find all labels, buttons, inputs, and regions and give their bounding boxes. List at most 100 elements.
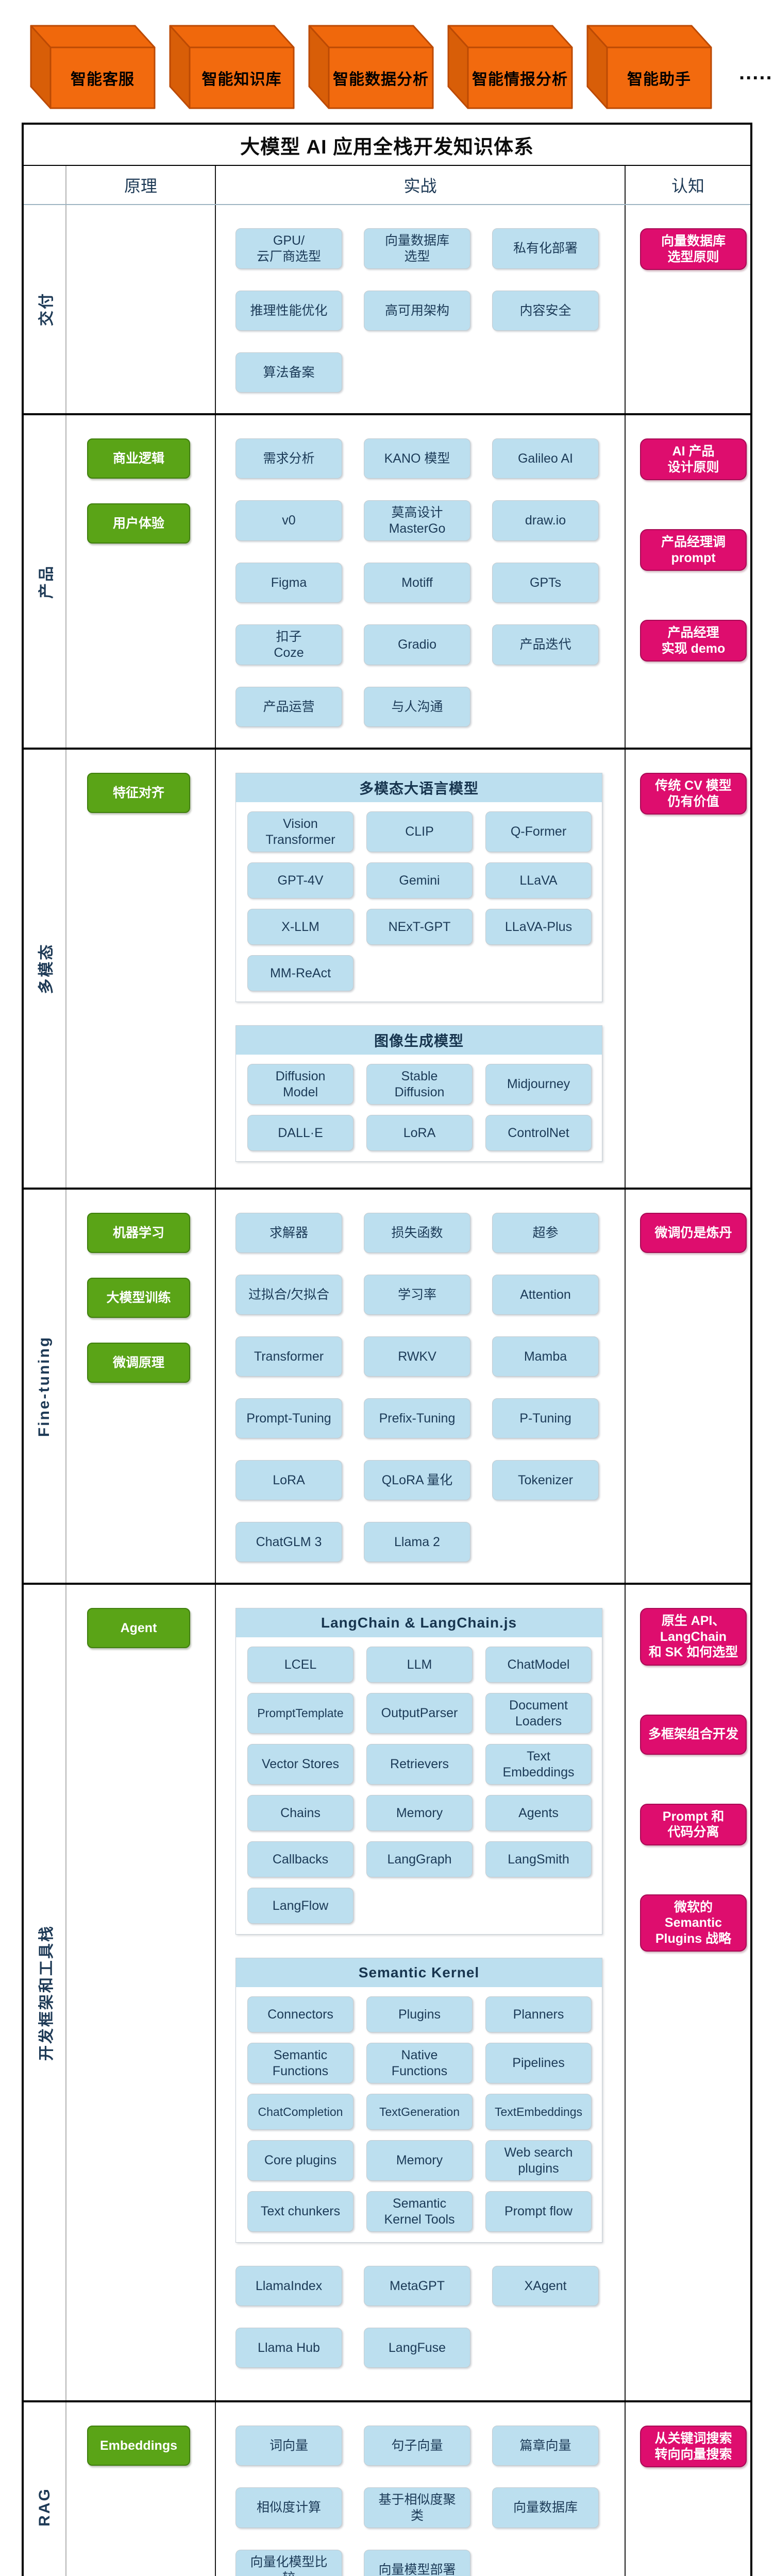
app-cube-label: 智能客服 — [71, 71, 134, 88]
practice-node: XAgent — [492, 2266, 599, 2306]
app-cube-customer-service: 智能客服 — [30, 21, 159, 109]
section-label: 产品 — [38, 564, 55, 599]
principle-cell: Embeddings — [66, 2402, 216, 2576]
section-label-cell: 开发框架和工具栈 — [24, 1585, 66, 2400]
practice-node: Agents — [485, 1795, 592, 1831]
practice-node: MM-ReAct — [247, 955, 354, 991]
app-cube-knowledge-base: 智能知识库 — [169, 21, 298, 109]
practice-node: 高可用架构 — [364, 291, 470, 331]
practice-node: DALL·E — [247, 1115, 354, 1151]
practice-node: Planners — [485, 1996, 592, 2032]
practice-grid: GPU/ 云厂商选型向量数据库 选型私有化部署推理性能优化高可用架构内容安全算法… — [235, 228, 625, 393]
practice-node: 向量数据库 选型 — [364, 228, 470, 269]
practice-node: Retrievers — [366, 1744, 473, 1785]
practice-node: Web search plugins — [485, 2140, 592, 2181]
practice-node: CLIP — [366, 811, 473, 852]
practice-node: 基于相似度聚 类 — [364, 2487, 470, 2528]
table-header-row: 原理 实战 认知 — [24, 166, 750, 205]
table-title: 大模型 AI 应用全栈开发知识体系 — [24, 125, 750, 166]
cognition-node: 产品经理 实现 demo — [640, 620, 747, 662]
section-label-cell: 交付 — [24, 205, 66, 413]
section-label: 交付 — [38, 292, 55, 326]
practice-node: Core plugins — [247, 2140, 354, 2181]
practice-node: Transformer — [235, 1336, 342, 1377]
practice-node: Text Embeddings — [485, 1744, 592, 1785]
practice-node: QLoRA 量化 — [364, 1460, 470, 1500]
cube-3d-icon — [308, 25, 434, 109]
section-label: 多模态 — [38, 943, 55, 994]
practice-node: 相似度计算 — [235, 2487, 342, 2528]
practice-node: Memory — [366, 2140, 473, 2181]
group-title: Semantic Kernel — [236, 1958, 602, 1987]
cognition-node: 微调仍是炼丹 — [640, 1213, 747, 1253]
sections-container: 交付 GPU/ 云厂商选型向量数据库 选型私有化部署推理性能优化高可用架构内容安全… — [24, 205, 750, 2576]
practice-node: LangFuse — [364, 2328, 470, 2368]
practice-node: Native Functions — [366, 2043, 473, 2083]
principle-node: 商业逻辑 — [87, 438, 190, 479]
principle-node: 特征对齐 — [87, 773, 190, 813]
principle-cell: 机器学习大模型训练微调原理 — [66, 1190, 216, 1583]
practice-node: v0 — [235, 500, 342, 541]
practice-node: Llama 2 — [364, 1522, 470, 1562]
practice-node: RWKV — [364, 1336, 470, 1377]
practice-node: Prefix-Tuning — [364, 1398, 470, 1438]
app-cube-data-analysis: 智能数据分析 — [308, 21, 437, 109]
group-title: 图像生成模型 — [236, 1026, 602, 1055]
app-cube-label: 智能知识库 — [201, 71, 282, 88]
practice-node: 与人沟通 — [364, 687, 470, 727]
practice-node: draw.io — [492, 500, 599, 541]
app-cubes-row: 智能客服 智能知识库 智能数据分析 智能情报分析 — [30, 0, 774, 109]
app-cube-label: 智能助手 — [627, 71, 691, 88]
practice-node: Pipelines — [485, 2043, 592, 2083]
practice-node: ControlNet — [485, 1115, 592, 1151]
practice-node: Galileo AI — [492, 438, 599, 479]
practice-node: LoRA — [235, 1460, 342, 1500]
practice-node: 向量化模型比 较 — [235, 2550, 342, 2576]
section-delivery: 交付 GPU/ 云厂商选型向量数据库 选型私有化部署推理性能优化高可用架构内容安全… — [24, 205, 750, 413]
practice-node: 私有化部署 — [492, 228, 599, 269]
practice-node: 内容安全 — [492, 291, 599, 331]
practice-node: Semantic Functions — [247, 2043, 354, 2083]
practice-node: LoRA — [366, 1115, 473, 1151]
practice-node: TextEmbeddings — [485, 2094, 592, 2130]
practice-node: Stable Diffusion — [366, 1064, 473, 1105]
practice-node: 需求分析 — [235, 438, 342, 479]
practice-node: Figma — [235, 563, 342, 603]
cognition-node: 微软的 Semantic Plugins 战略 — [640, 1894, 747, 1952]
practice-node: Gemini — [366, 862, 473, 899]
principle-node: 机器学习 — [87, 1213, 190, 1253]
practice-node: ChatGLM 3 — [235, 1522, 342, 1562]
practice-node: P-Tuning — [492, 1398, 599, 1438]
app-cube-label: 智能数据分析 — [333, 71, 429, 88]
practice-node: Plugins — [366, 1996, 473, 2032]
practice-node: 句子向量 — [364, 2426, 470, 2466]
section-label-cell: 产品 — [24, 415, 66, 748]
practice-node: LlamaIndex — [235, 2266, 342, 2306]
practice-node: NExT-GPT — [366, 909, 473, 945]
cognition-node: 传统 CV 模型 仍有价值 — [640, 773, 747, 815]
principle-node: Agent — [87, 1608, 190, 1648]
cognition-node: Prompt 和 代码分离 — [640, 1803, 747, 1845]
principle-cell — [66, 205, 216, 413]
practice-node: Text chunkers — [247, 2191, 354, 2232]
practice-cell: GPU/ 云厂商选型向量数据库 选型私有化部署推理性能优化高可用架构内容安全算法… — [216, 205, 626, 413]
col-header-practice: 实战 — [216, 166, 626, 204]
practice-node: Connectors — [247, 1996, 354, 2032]
principle-cell: 特征对齐 — [66, 750, 216, 1188]
cube-3d-icon — [169, 25, 295, 109]
